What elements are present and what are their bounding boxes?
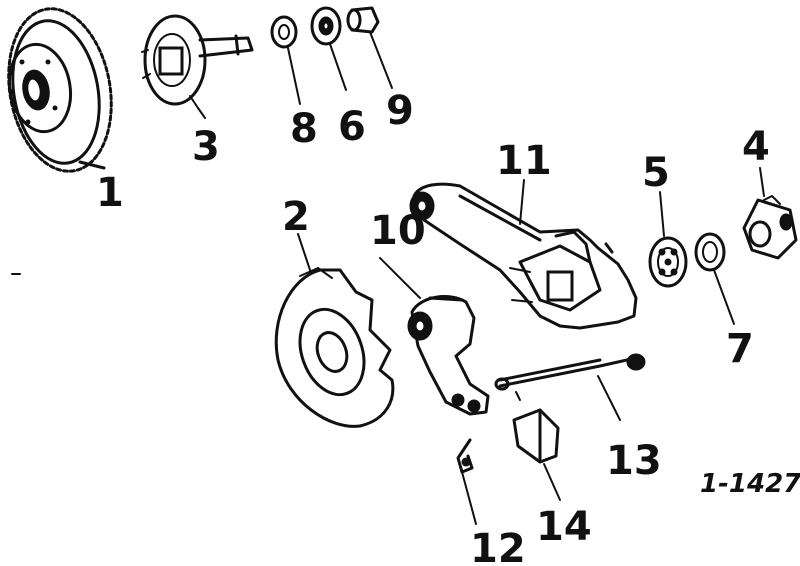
- label-part-4: 4: [742, 124, 770, 170]
- label-part-13: 13: [606, 438, 662, 484]
- part-control-arm: [409, 182, 638, 330]
- figure-code: 1-1427: [700, 469, 800, 499]
- part-tie-rod: [494, 353, 646, 421]
- part-splash-shield: [274, 267, 395, 428]
- label-part-6: 6: [338, 104, 366, 150]
- part-fastener: [456, 438, 477, 525]
- label-part-1: 1: [96, 170, 124, 216]
- part-dust-cap: [346, 6, 380, 34]
- part-inner-bearing: [310, 6, 342, 46]
- label-part-7: 7: [726, 326, 754, 372]
- leader-lines: [11, 31, 765, 325]
- label-part-10: 10: [370, 208, 426, 254]
- label-part-14: 14: [536, 504, 592, 550]
- label-part-5: 5: [642, 150, 670, 196]
- part-bushing-bracket: [742, 195, 798, 260]
- label-part-8: 8: [290, 106, 318, 152]
- label-part-11: 11: [496, 138, 552, 184]
- part-outer-seal: [694, 232, 726, 272]
- part-seal: [270, 15, 298, 49]
- label-part-9: 9: [386, 88, 414, 134]
- label-part-3: 3: [192, 124, 220, 170]
- label-part-2: 2: [282, 194, 310, 240]
- part-brake-disc: [7, 7, 113, 173]
- part-outer-bearing: [648, 236, 688, 288]
- label-part-12: 12: [470, 526, 526, 566]
- part-clip-block: [512, 408, 561, 501]
- part-labels: 1 2 3 4 5 6 7 8 9 10 11 12 13 14: [96, 88, 770, 566]
- part-hub-flange: [141, 14, 254, 109]
- part-steering-knuckle: [379, 257, 490, 416]
